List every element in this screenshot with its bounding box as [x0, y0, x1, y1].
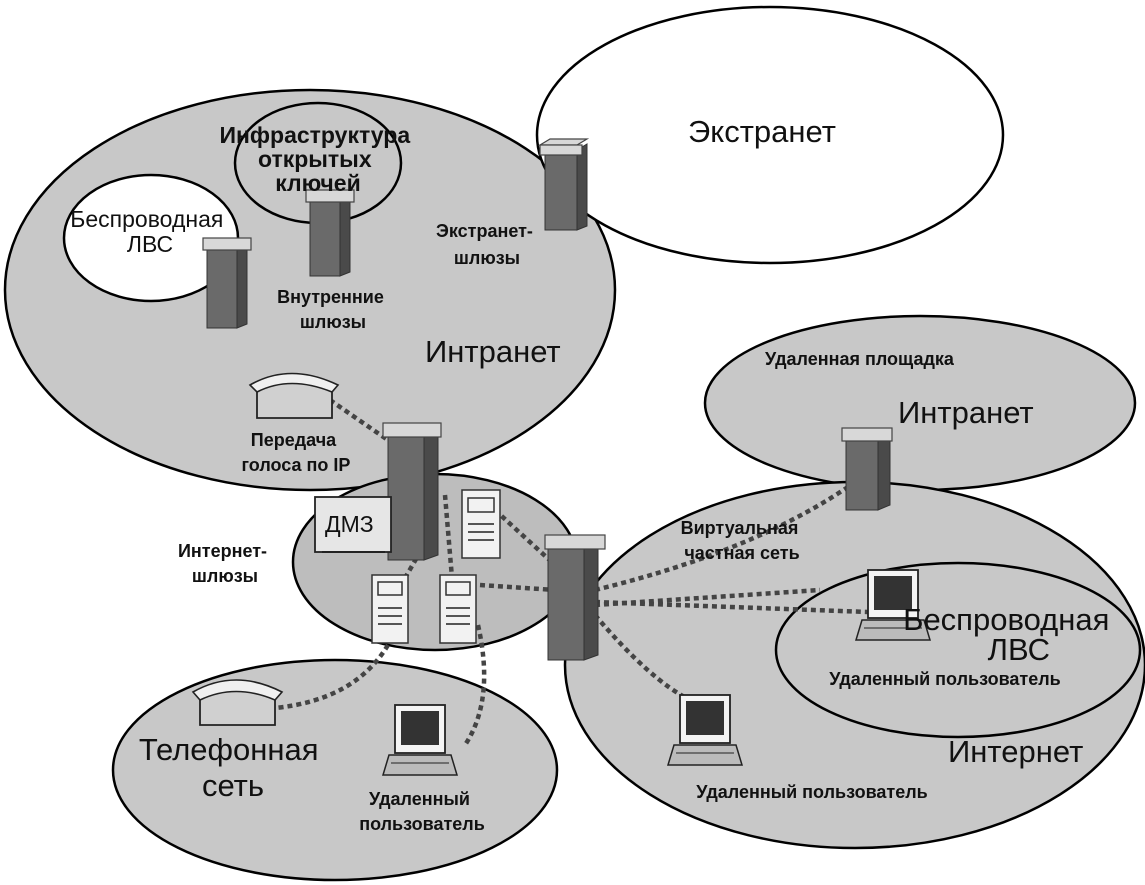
wireless-lan-internal-line1: Беспроводная: [70, 206, 223, 232]
wireless-lan-remote-line1: Беспроводная: [903, 602, 1109, 637]
dmz-server-2: [371, 574, 409, 644]
intranet-label: Интранет: [425, 334, 561, 369]
pki-label-line3: ключей: [275, 170, 360, 196]
phone-network-label: Телефонная сеть: [139, 732, 327, 803]
remote-site-firewall: [841, 427, 893, 511]
voip-line2: голоса по IP: [242, 455, 351, 475]
voip-label: Передача голоса по IP: [242, 430, 351, 475]
vpn-label: Виртуальная частная сеть: [681, 518, 804, 563]
wireless-lan-remote-label: Беспроводная ЛВС: [903, 602, 1118, 667]
extranet-region: [535, 5, 1005, 265]
extranet-gateway-firewall: [537, 138, 590, 231]
server-gateway-link: [479, 582, 556, 593]
vpn-line1: Виртуальная: [681, 518, 799, 538]
internal-gateways-line1: Внутренние: [277, 287, 384, 307]
extranet-gateways-line2: шлюзы: [454, 248, 520, 268]
wireless-lan-internal-line2: ЛВС: [127, 231, 173, 257]
wireless-lan-remote-region: [774, 561, 1142, 739]
phone-network-phone-icon: [191, 679, 284, 726]
phone-network-line2: сеть: [202, 768, 264, 803]
extranet-gateways-line1: Экстранет-: [436, 221, 533, 241]
wireless-lan-remote-line2: ЛВС: [988, 632, 1050, 667]
remote-user-phone-label: Удаленный пользователь: [359, 789, 485, 834]
vpn-link: [594, 478, 860, 593]
pki-label-line1: Инфраструктура: [219, 122, 410, 148]
remote-user-wireless-label: Удаленный пользователь: [829, 669, 1060, 689]
internet-gateways-line1: Интернет-: [178, 541, 267, 561]
pki-label-line2: открытых: [258, 146, 372, 172]
dmz-server-link-2: [442, 494, 455, 579]
internal-gateway-firewall-2: [202, 237, 252, 329]
pki-label: Инфраструктура открытых ключей: [219, 122, 416, 196]
remote-user-internet-label: Удаленный пользователь: [696, 782, 927, 802]
remote-user-phone-link: [463, 624, 487, 747]
vpn-line2: частная сеть: [684, 543, 799, 563]
voip-line1: Передача: [251, 430, 337, 450]
wireless-user-link-2: [594, 587, 821, 608]
internal-gateways-line2: шлюзы: [300, 312, 366, 332]
dmz-monitor: [314, 496, 392, 553]
internet-remote-laptop-icon: [666, 694, 744, 766]
dmz-server-3: [439, 574, 477, 644]
wireless-lan-internal-label: Беспроводная ЛВС: [70, 206, 229, 257]
dmz-server-link-3: [493, 508, 557, 567]
extranet-gateways-label: Экстранет- шлюзы: [436, 221, 538, 268]
remote-gateway-firewall: [544, 534, 606, 661]
wireless-remote-laptop-icon: [854, 569, 932, 641]
dmz-server-1: [461, 489, 501, 559]
phone-link: [274, 643, 390, 711]
internal-gateways-label: Внутренние шлюзы: [277, 287, 389, 332]
remote-user-phone-line2: пользователь: [359, 814, 485, 834]
internet-gateway-firewall: [382, 422, 442, 561]
internet-gateways-line2: шлюзы: [192, 566, 258, 586]
remote-intranet-label: Интранет: [898, 395, 1034, 430]
phone-remote-laptop-icon: [381, 704, 459, 776]
remote-user-phone-line1: Удаленный: [369, 789, 470, 809]
phone-network-line1: Телефонная: [139, 732, 319, 767]
remote-site-label: Удаленная площадка: [765, 349, 955, 369]
dmz-label: ДМЗ: [325, 511, 374, 537]
voip-phone-icon: [248, 372, 340, 419]
internet-label: Интернет: [948, 734, 1083, 769]
internet-gateways-label: Интернет- шлюзы: [178, 541, 272, 586]
internal-gateway-firewall-1: [305, 189, 355, 277]
extranet-label: Экстранет: [688, 114, 836, 149]
